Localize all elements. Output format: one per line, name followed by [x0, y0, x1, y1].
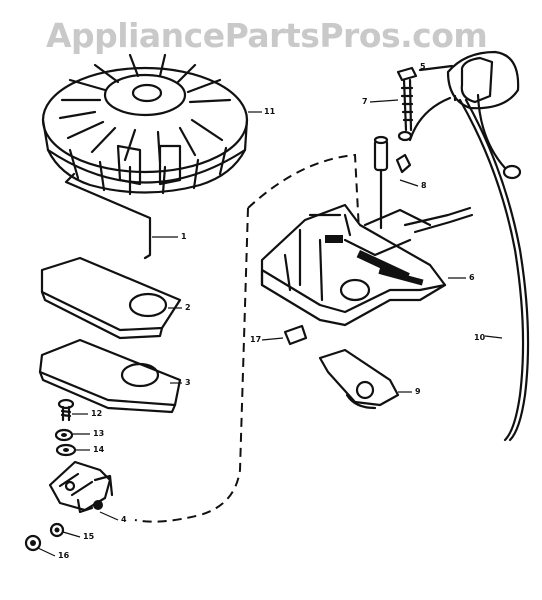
callout-7: 7: [362, 97, 368, 106]
flywheel: [41, 53, 262, 196]
long-screw: [369, 66, 418, 142]
key-part: [261, 324, 308, 346]
callout-14: 14: [93, 445, 105, 454]
retainer-bracket: [318, 348, 412, 410]
breaker-points: [48, 460, 119, 521]
callout-4: 4: [121, 515, 127, 524]
nut-15: [49, 522, 81, 538]
callout-2: 2: [185, 303, 191, 312]
callout-11: 11: [264, 107, 276, 116]
callout-10: 10: [474, 333, 486, 342]
callout-1: 1: [181, 232, 187, 241]
cover-plate: [38, 338, 182, 414]
callout-17: 17: [250, 335, 262, 344]
callout-5: 5: [420, 62, 426, 71]
gasket-plate: [40, 256, 182, 340]
ignition-coil: [408, 50, 522, 180]
coil-assembly: [260, 203, 466, 327]
callout-3: 3: [185, 378, 191, 387]
callout-9: 9: [415, 387, 421, 396]
callout-13: 13: [93, 429, 105, 438]
spring-clip: [64, 172, 178, 260]
lead-wire: [403, 98, 530, 442]
callout-8: 8: [421, 181, 427, 190]
watermark-text: AppliancePartsPros.com: [46, 16, 488, 55]
callout-16: 16: [58, 551, 70, 560]
callout-15: 15: [83, 532, 95, 541]
lock-washer: [54, 428, 90, 442]
flat-washer: [55, 443, 90, 457]
callout-12: 12: [91, 409, 103, 418]
housing-outline-dashed: [134, 153, 361, 523]
condenser: [373, 135, 419, 230]
nut-16: [24, 534, 56, 557]
callout-6: 6: [469, 273, 475, 282]
small-screw: [57, 398, 88, 422]
